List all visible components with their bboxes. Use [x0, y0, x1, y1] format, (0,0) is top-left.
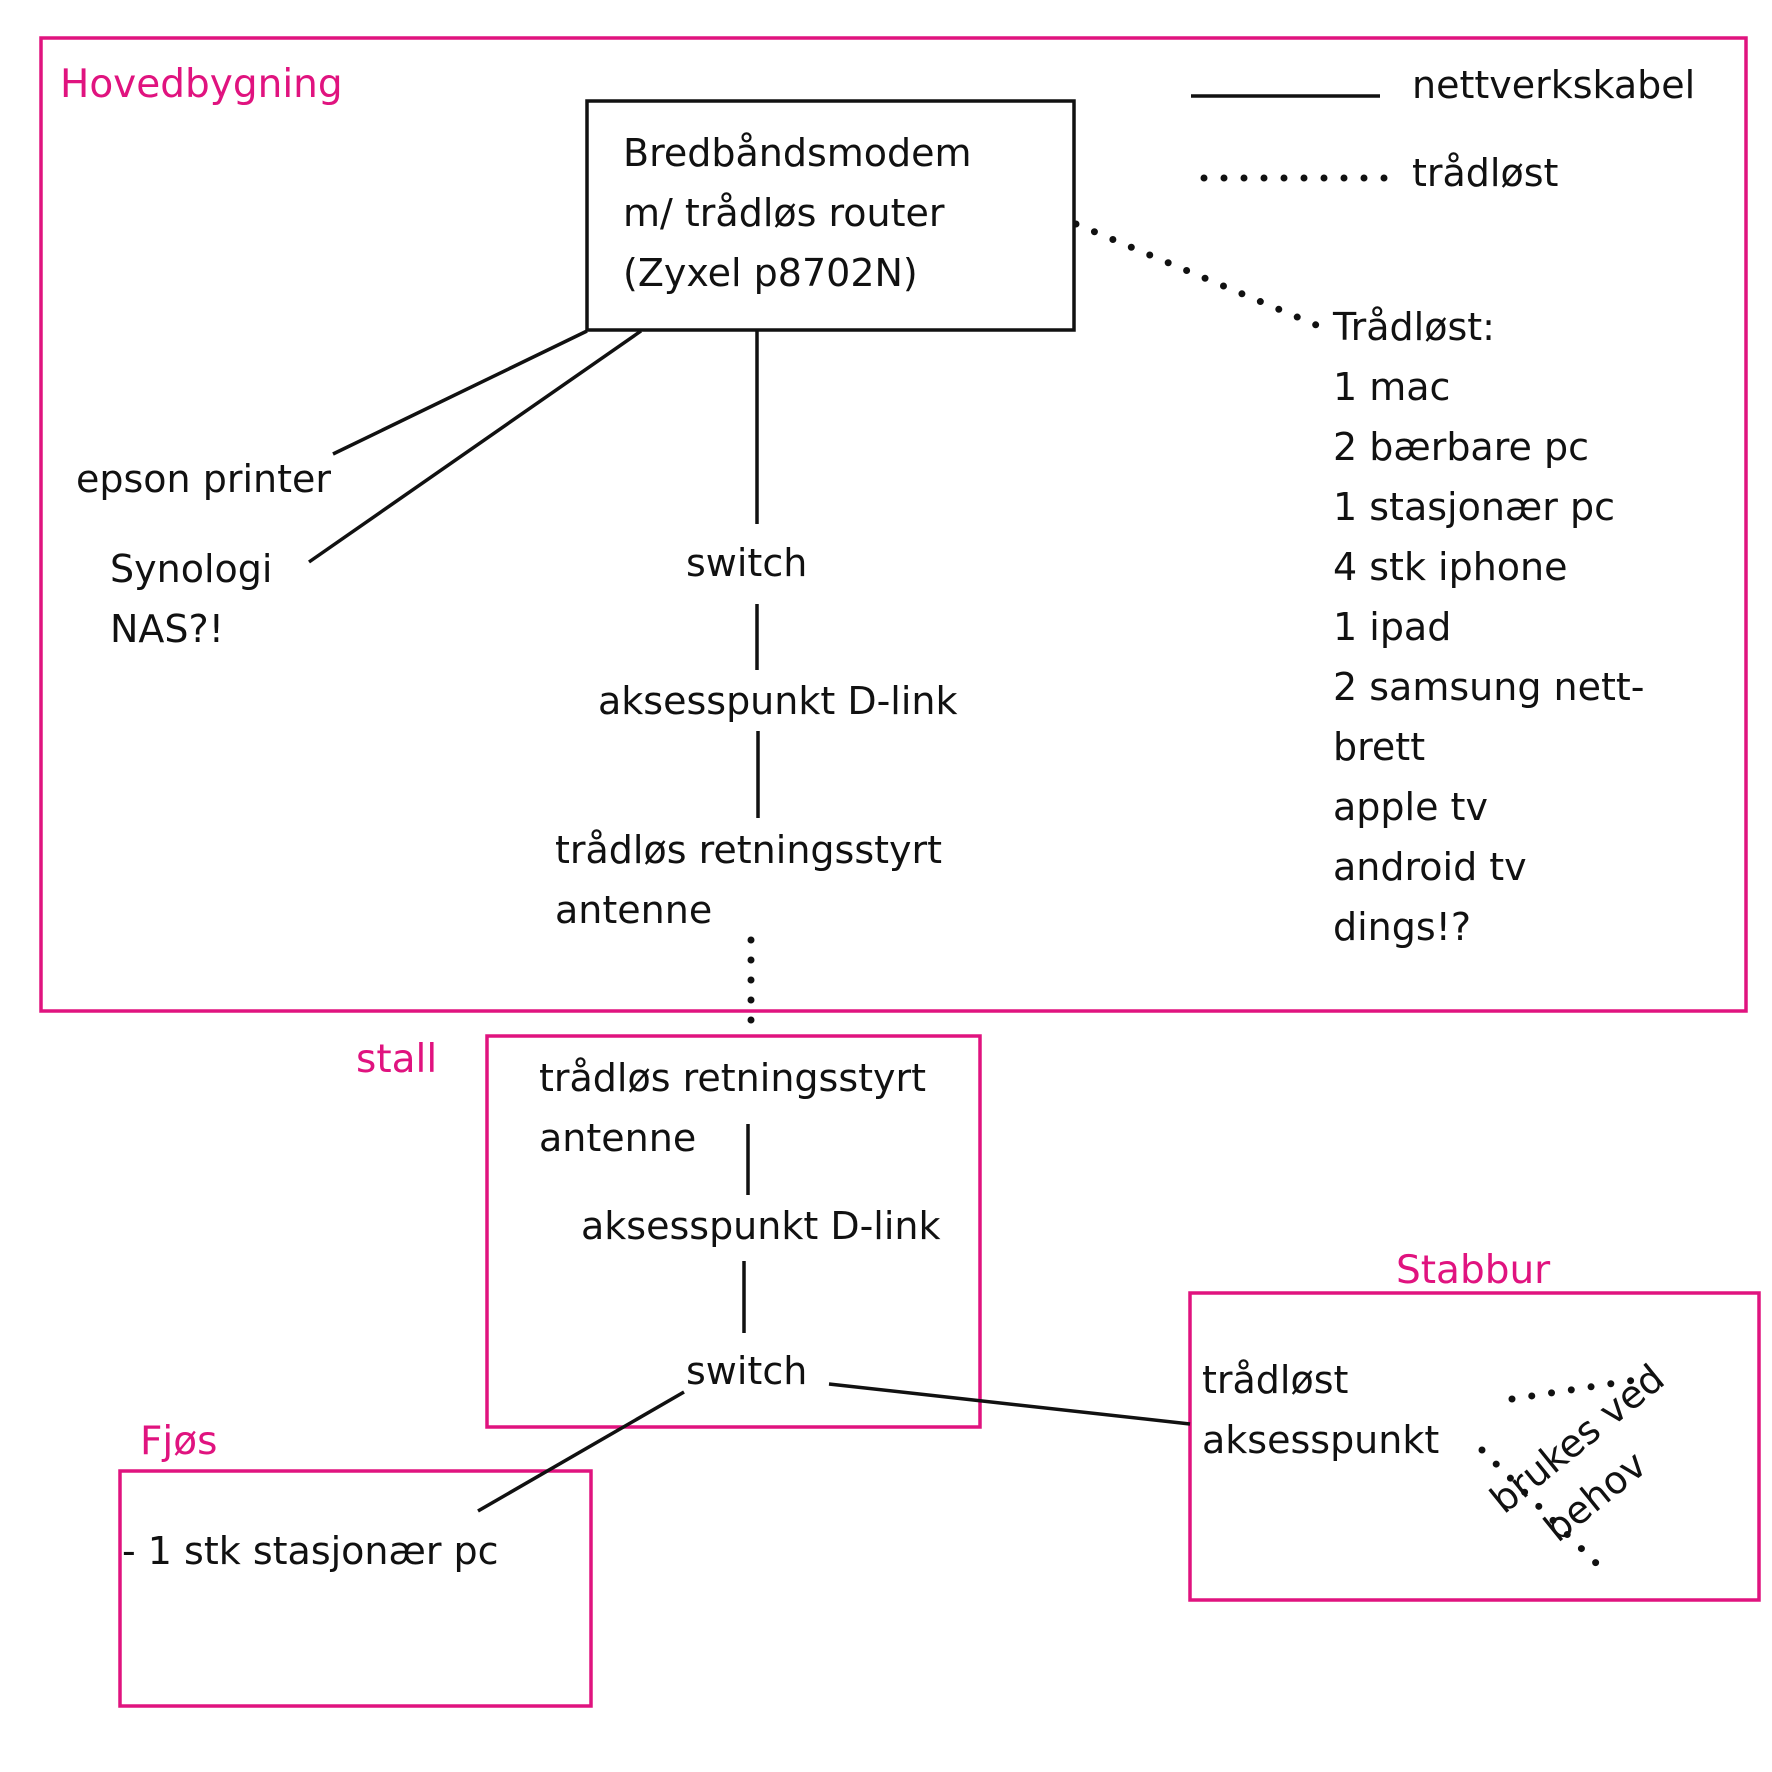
stall-antenna-label-line2: antenne [539, 1116, 696, 1160]
wireless-item: android tv [1333, 845, 1527, 889]
storehouse-title: Stabbur [1396, 1248, 1551, 1293]
modem-label-line2: m/ trådløs router [623, 191, 945, 235]
stall-zone [485, 1034, 982, 1429]
modem-label-line1: Bredbåndsmodem [623, 131, 972, 175]
barn-title: Fjøs [140, 1419, 217, 1464]
barn-zone [118, 1469, 593, 1708]
main-building-title: Hovedbygning [60, 62, 343, 107]
storehouse-label-line1: trådløst [1202, 1358, 1348, 1402]
storehouse-note: brukes ved behov [1482, 1356, 1673, 1551]
cable-modem-nas [308, 329, 642, 564]
stall-antenna-label-line1: trådløs retningsstyrt [539, 1056, 926, 1100]
main-accesspoint-label: aksesspunkt D-link [598, 679, 958, 723]
wireless-list-heading: Trådløst: [1332, 305, 1495, 349]
wireless-item: 2 bærbare pc [1333, 425, 1589, 469]
stall-title: stall [356, 1037, 437, 1082]
wireless-item: 1 mac [1333, 365, 1450, 409]
wireless-item: 1 stasjonær pc [1333, 485, 1615, 529]
storehouse-zone [1188, 1291, 1761, 1602]
nas-label-line2: NAS?! [110, 607, 224, 651]
wireless-item: 1 ipad [1333, 605, 1451, 649]
storehouse-wireless-dots-upper [1508, 1374, 1652, 1403]
barn-pc-label: - 1 stk stasjonær pc [122, 1529, 499, 1573]
nas-label-line1: Synologi [110, 547, 272, 591]
wireless-modem-devices [1072, 220, 1332, 334]
storehouse-label-line2: aksesspunkt [1202, 1418, 1439, 1462]
stall-switch-label: switch [686, 1349, 807, 1393]
wireless-item: 4 stk iphone [1333, 545, 1568, 589]
modem-label-line3: (Zyxel p8702N) [623, 251, 918, 295]
stall-accesspoint-label: aksesspunkt D-link [581, 1204, 941, 1248]
main-antenna-label-line1: trådløs retningsstyrt [555, 828, 942, 872]
main-switch-label: switch [686, 541, 807, 585]
cable-stall-switch-storehouse [828, 1382, 1191, 1426]
modem-box [585, 99, 1076, 332]
printer-label: epson printer [76, 457, 331, 501]
wireless-item: dings!? [1333, 905, 1471, 949]
storehouse-wireless-dots-lower [1478, 1446, 1604, 1571]
wireless-item: 2 samsung nett- [1333, 665, 1645, 709]
wireless-item: apple tv [1333, 785, 1488, 829]
cable-stall-switch-barn [477, 1390, 685, 1513]
main-antenna-label-line2: antenne [555, 888, 712, 932]
main-building-zone [39, 36, 1748, 1013]
cable-modem-printer [332, 329, 588, 456]
legend-wireless-label: trådløst [1412, 151, 1558, 195]
wireless-item: brett [1333, 725, 1425, 769]
legend-cable-label: nettverkskabel [1412, 63, 1695, 107]
